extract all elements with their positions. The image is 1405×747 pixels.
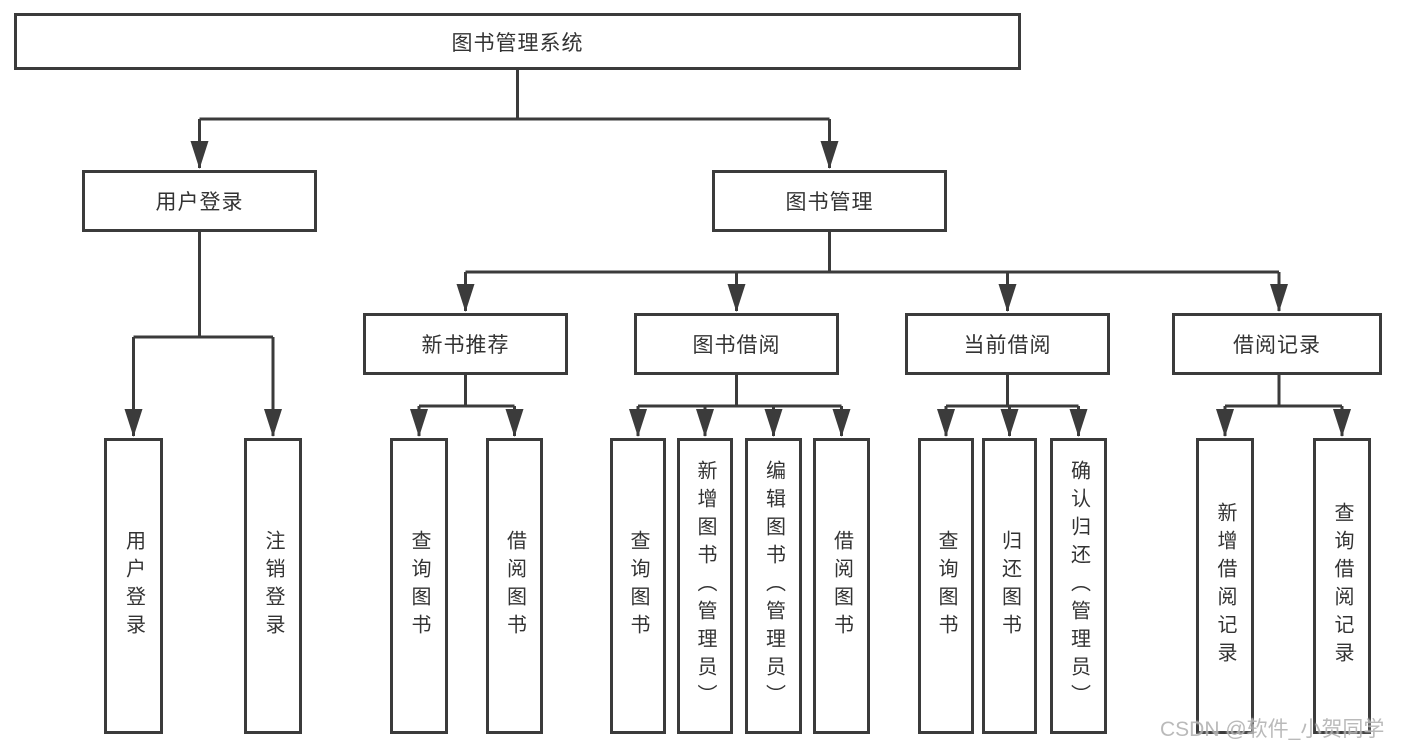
leaf-logout: 注销登录 — [244, 438, 302, 734]
node-book-borrow-label: 图书借阅 — [692, 334, 781, 357]
leaf-edit-books-admin-label: 编辑图书（管理员） — [762, 460, 785, 712]
node-book-management-label: 图书管理 — [785, 191, 874, 214]
leaf-newbook-query-books: 查询图书 — [390, 438, 448, 734]
leaf-borrow-query-books: 查询图书 — [610, 438, 666, 734]
leaf-edit-books-admin: 编辑图书（管理员） — [745, 438, 802, 734]
leaf-borrow-query-books-label: 查询图书 — [627, 530, 649, 642]
leaf-newbook-borrow-books: 借阅图书 — [486, 438, 543, 734]
leaf-return-books: 归还图书 — [982, 438, 1037, 734]
node-current-borrow-label: 当前借阅 — [963, 334, 1052, 357]
node-borrow-record-label: 借阅记录 — [1233, 334, 1321, 357]
node-root-label: 图书管理系统 — [451, 31, 584, 55]
connector-book-management-branch — [456, 232, 1288, 312]
node-user-login: 用户登录 — [82, 170, 317, 232]
leaf-user-login-label: 用户登录 — [122, 530, 145, 642]
leaf-add-borrow-record-label: 新增借阅记录 — [1214, 502, 1236, 670]
connector-current-borrow-branch — [937, 375, 1088, 437]
leaf-newbook-borrow-books-label: 借阅图书 — [503, 530, 526, 642]
leaf-confirm-return-admin: 确认归还（管理员） — [1050, 438, 1107, 734]
leaf-borrow-books: 借阅图书 — [813, 438, 870, 734]
connector-borrow-record-branch — [1216, 375, 1351, 437]
leaf-current-query-books-label: 查询图书 — [935, 530, 957, 642]
leaf-add-books-admin-label: 新增图书（管理员） — [694, 460, 716, 712]
leaf-query-borrow-record: 查询借阅记录 — [1313, 438, 1371, 734]
leaf-logout-label: 注销登录 — [262, 530, 284, 642]
node-new-book-recommend-label: 新书推荐 — [421, 334, 510, 357]
leaf-user-login: 用户登录 — [104, 438, 163, 734]
node-new-book-recommend: 新书推荐 — [363, 313, 568, 375]
node-root-library-system: 图书管理系统 — [14, 13, 1021, 70]
node-book-management: 图书管理 — [712, 170, 947, 232]
node-borrow-record: 借阅记录 — [1172, 313, 1382, 375]
leaf-return-books-label: 归还图书 — [998, 530, 1021, 642]
leaf-confirm-return-admin-label: 确认归还（管理员） — [1067, 460, 1090, 712]
node-user-login-label: 用户登录 — [155, 191, 244, 214]
leaf-query-borrow-record-label: 查询借阅记录 — [1331, 502, 1353, 670]
connector-user-login-branch — [124, 232, 282, 437]
node-current-borrow: 当前借阅 — [905, 313, 1110, 375]
leaf-current-query-books: 查询图书 — [918, 438, 974, 734]
connector-new-book-branch — [410, 375, 524, 437]
leaf-add-borrow-record: 新增借阅记录 — [1196, 438, 1254, 734]
leaf-add-books-admin: 新增图书（管理员） — [677, 438, 733, 734]
connector-root-to-level2 — [190, 70, 839, 169]
leaf-newbook-query-books-label: 查询图书 — [408, 530, 430, 642]
csdn-watermark: CSDN @软件_小贺同学 — [1160, 718, 1385, 741]
leaf-borrow-books-label: 借阅图书 — [830, 530, 853, 642]
connector-book-borrow-branch — [629, 375, 851, 437]
node-book-borrow: 图书借阅 — [634, 313, 839, 375]
